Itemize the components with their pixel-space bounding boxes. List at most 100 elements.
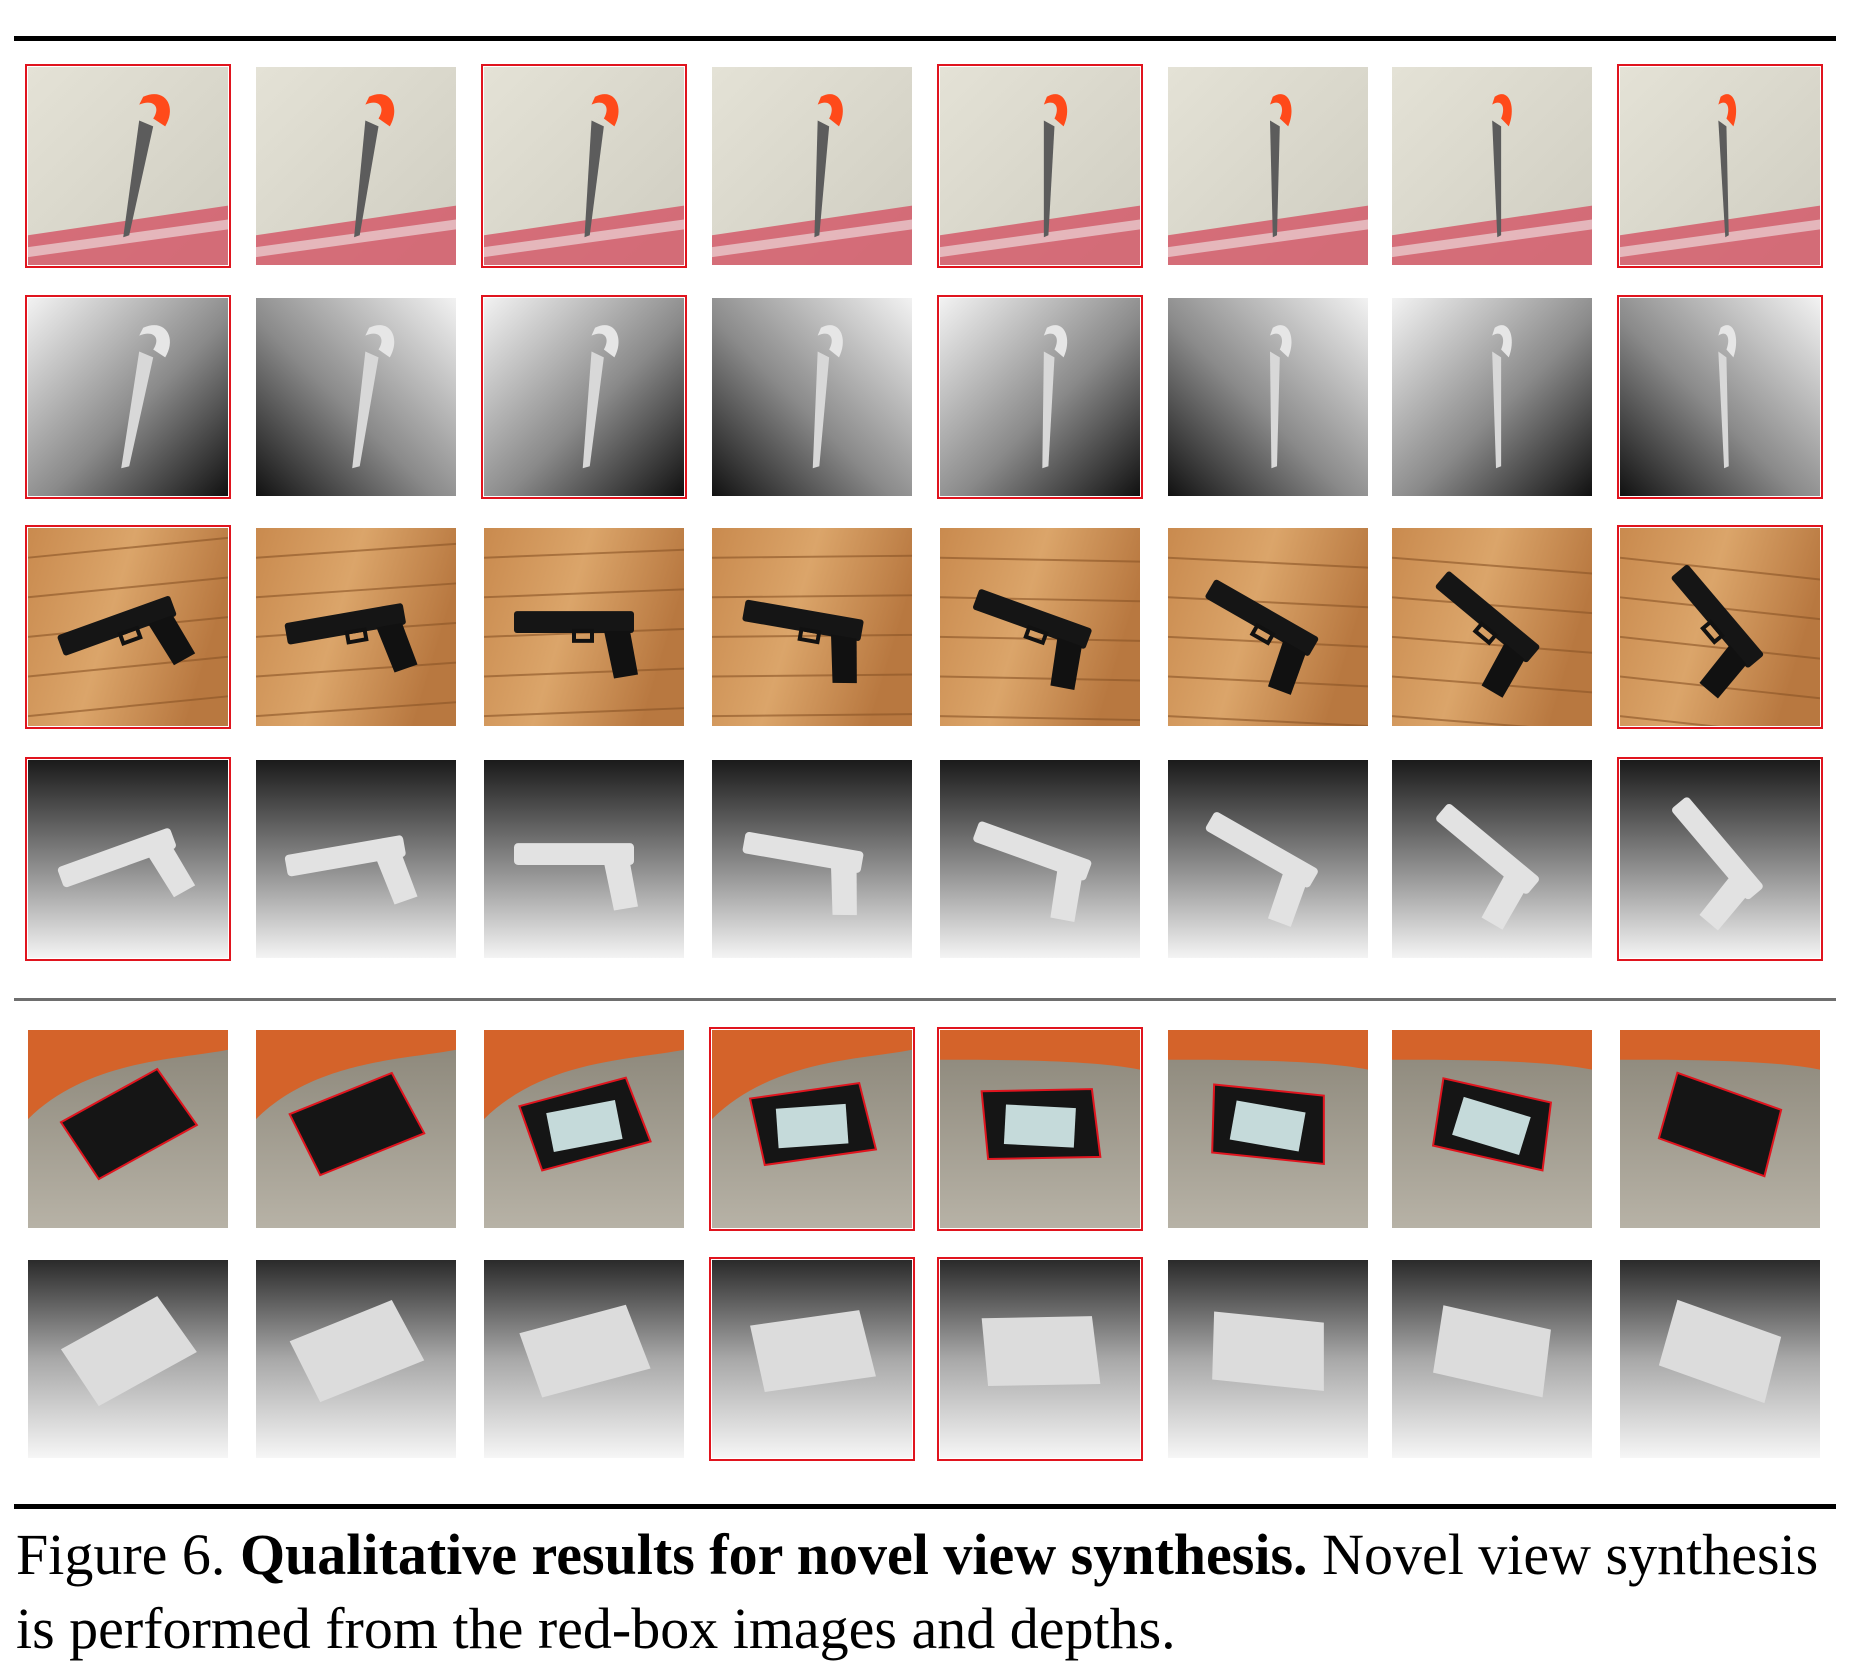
gun-depth-image [940,760,1140,958]
tv-rgb-image [256,1030,456,1228]
section-divider [14,998,1836,1001]
section-a-row1-saw-rgb-view3 [481,64,687,268]
section-b-row2-tv-depth-view3 [484,1260,684,1458]
gun-rgb-image [484,528,684,726]
section-a-row1-saw-rgb-view2 [256,67,456,265]
figure-label: Figure 6. [16,1522,226,1587]
gun-depth-image [256,760,456,958]
top-rule [14,36,1836,41]
section-a-row4-gun-depth-view4 [712,760,912,958]
gun-depth-image [1168,760,1368,958]
section-a-row1-saw-rgb-view1 [25,64,231,268]
gun-depth-image [712,760,912,958]
saw-rgb-image [1168,67,1368,265]
saw-depth-image [1168,298,1368,496]
gun-depth-image [1392,760,1592,958]
section-a-row4-gun-depth-view6 [1168,760,1368,958]
gun-rgb-image [712,528,912,726]
saw-rgb-image [712,67,912,265]
gun-rgb-image [28,528,228,726]
saw-depth-image [1392,298,1592,496]
section-b-row2-tv-depth-view5 [937,1257,1143,1461]
gun-rgb-image [940,528,1140,726]
section-a-row2-saw-depth-view2 [256,298,456,496]
tv-rgb-image [1168,1030,1368,1228]
gun-rgb-image [1620,528,1820,726]
section-a-row3-gun-rgb-view2 [256,528,456,726]
section-b-row2-tv-depth-view2 [256,1260,456,1458]
tv-depth-image [1620,1260,1820,1458]
gun-rgb-image [256,528,456,726]
section-a-row3-gun-rgb-view7 [1392,528,1592,726]
section-a-row4-gun-depth-view1 [25,757,231,961]
saw-depth-image [484,298,684,496]
tv-rgb-image [28,1030,228,1228]
figure-title: Qualitative results for novel view synth… [239,1522,1308,1587]
saw-depth-image [28,298,228,496]
section-b-row2-tv-depth-view1 [28,1260,228,1458]
section-a-row1-saw-rgb-view5 [937,64,1143,268]
section-b-row1-tv-rgb-view1 [28,1030,228,1228]
bottom-rule [14,1504,1836,1509]
tv-rgb-image [712,1030,912,1228]
section-a-row3-gun-rgb-view8 [1617,525,1823,729]
saw-rgb-image [1392,67,1592,265]
section-a-row2-saw-depth-view4 [712,298,912,496]
section-b-row2-tv-depth-view4 [709,1257,915,1461]
section-b-row1-tv-rgb-view5 [937,1027,1143,1231]
section-a-row4-gun-depth-view8 [1617,757,1823,961]
section-b-row1-tv-rgb-view4 [709,1027,915,1231]
gun-depth-image [484,760,684,958]
section-a-row1-saw-rgb-view7 [1392,67,1592,265]
section-a-row2-saw-depth-view8 [1617,295,1823,499]
gun-rgb-image [1168,528,1368,726]
section-b-row1-tv-rgb-view6 [1168,1030,1368,1228]
tv-depth-image [712,1260,912,1458]
tv-rgb-image [1392,1030,1592,1228]
saw-rgb-image [940,67,1140,265]
tv-rgb-image [484,1030,684,1228]
tv-depth-image [940,1260,1140,1458]
image-grid [25,64,1823,1461]
tv-rgb-image [1620,1030,1820,1228]
section-a-row1-saw-rgb-view6 [1168,67,1368,265]
section-a-row2-saw-depth-view5 [937,295,1143,499]
saw-depth-image [1620,298,1820,496]
section-a-row2-saw-depth-view7 [1392,298,1592,496]
saw-depth-image [712,298,912,496]
tv-depth-image [484,1260,684,1458]
section-a-row3-gun-rgb-view4 [712,528,912,726]
section-a-row2-saw-depth-view6 [1168,298,1368,496]
section-b-row1-tv-rgb-view3 [484,1030,684,1228]
figure-caption: Figure 6. Qualitative results for novel … [16,1518,1842,1666]
gun-rgb-image [1392,528,1592,726]
section-a-row3-gun-rgb-view1 [25,525,231,729]
tv-depth-image [1168,1260,1368,1458]
gun-depth-image [28,760,228,958]
saw-depth-image [940,298,1140,496]
saw-depth-image [256,298,456,496]
section-a-row4-gun-depth-view3 [484,760,684,958]
tv-depth-image [1392,1260,1592,1458]
section-a-row4-gun-depth-view2 [256,760,456,958]
tv-depth-image [28,1260,228,1458]
section-a-row4-gun-depth-view7 [1392,760,1592,958]
saw-rgb-image [256,67,456,265]
section-a-row3-gun-rgb-view5 [940,528,1140,726]
section-a-row3-gun-rgb-view6 [1168,528,1368,726]
section-b-row1-tv-rgb-view7 [1392,1030,1592,1228]
section-a-row2-saw-depth-view3 [481,295,687,499]
section-b-row2-tv-depth-view6 [1168,1260,1368,1458]
saw-rgb-image [1620,67,1820,265]
section-b-row2-tv-depth-view8 [1620,1260,1820,1458]
tv-depth-image [256,1260,456,1458]
figure-description: Novel view synthesis is performed from t… [16,1522,1819,1661]
section-b-row1-tv-rgb-view8 [1620,1030,1820,1228]
saw-rgb-image [484,67,684,265]
tv-rgb-image [940,1030,1140,1228]
section-a-row1-saw-rgb-view4 [712,67,912,265]
section-a-row3-gun-rgb-view3 [484,528,684,726]
section-a-row4-gun-depth-view5 [940,760,1140,958]
section-b-row2-tv-depth-view7 [1392,1260,1592,1458]
gun-depth-image [1620,760,1820,958]
